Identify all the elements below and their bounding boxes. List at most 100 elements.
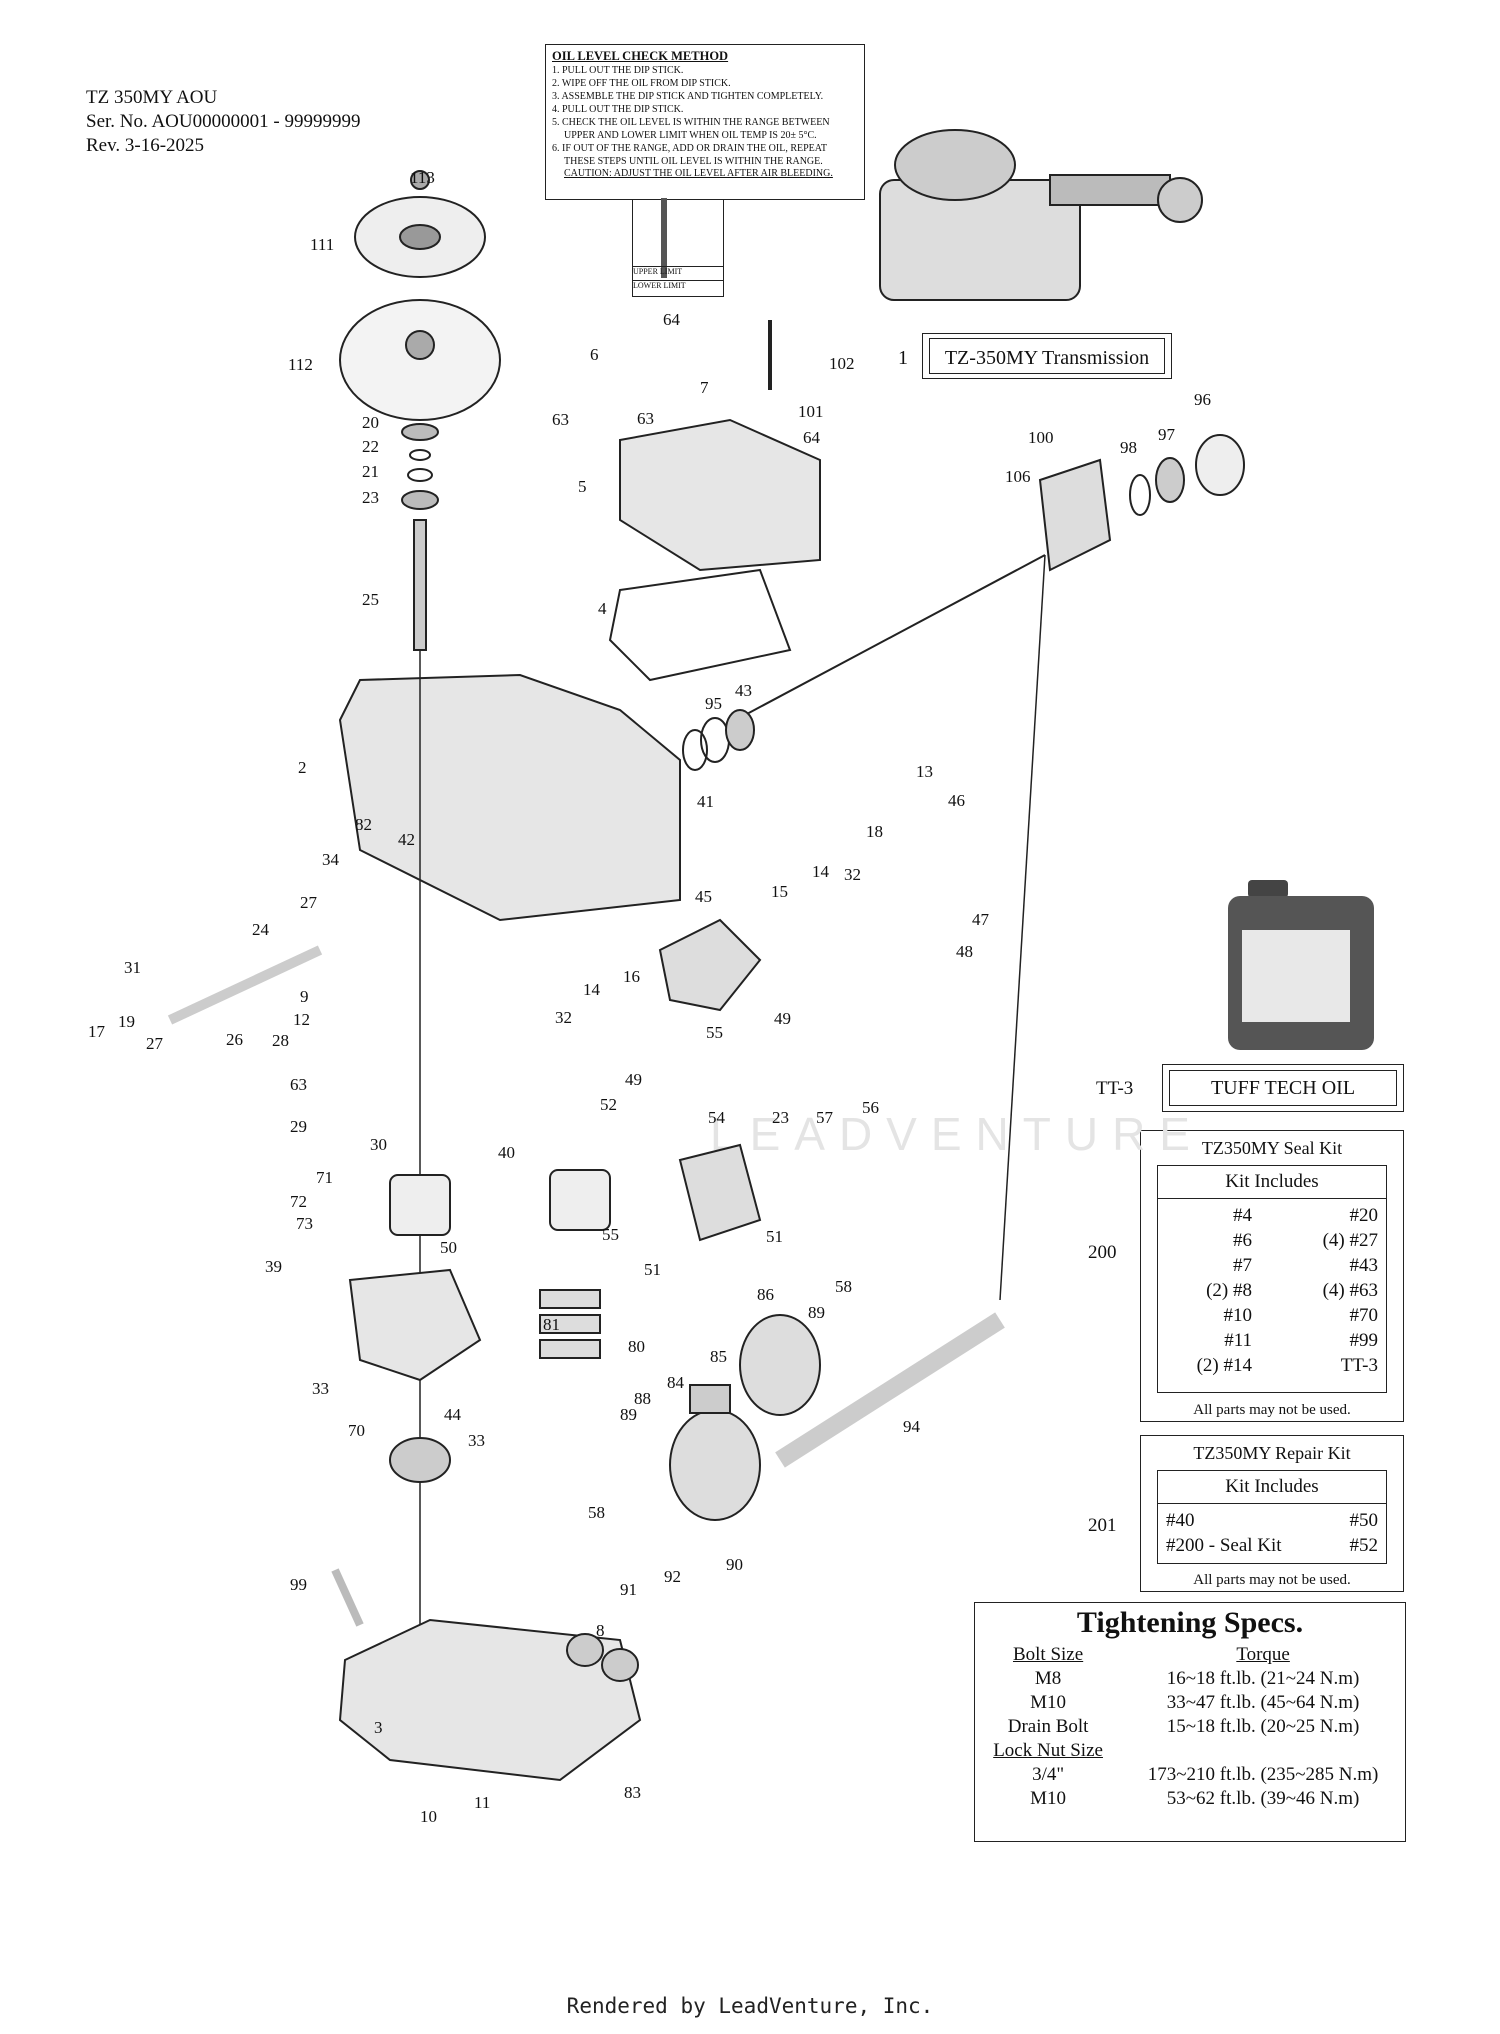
shaft-icon bbox=[413, 519, 427, 651]
part-callout: 100 bbox=[1028, 428, 1054, 447]
part-callout: 102 bbox=[829, 354, 855, 373]
part-callout: 91 bbox=[620, 1580, 637, 1599]
model-title: TZ 350MY AOU bbox=[86, 87, 218, 108]
part-callout: 14 bbox=[812, 862, 830, 881]
bushing-icon bbox=[1195, 434, 1245, 496]
housing-icon bbox=[338, 673, 681, 922]
oil-check-step: 6. IF OUT OF THE RANGE, ADD OR DRAIN THE… bbox=[552, 143, 828, 154]
part-callout: 47 bbox=[972, 910, 990, 929]
seal-kit-includes: Kit Includes bbox=[1158, 1166, 1386, 1199]
parts-group bbox=[167, 129, 1245, 1782]
revision-date: Rev. 3-16-2025 bbox=[86, 135, 205, 156]
repair-kit-item: #200 - Seal Kit bbox=[1166, 1535, 1282, 1556]
oil-check-step: THESE STEPS UNTIL OIL LEVEL IS WITHIN TH… bbox=[564, 156, 823, 167]
part-callout: 80 bbox=[628, 1337, 645, 1356]
part-callout: 10 bbox=[420, 1807, 437, 1826]
gear-icon bbox=[739, 1314, 821, 1416]
washer-icon bbox=[1129, 474, 1151, 516]
leader-line bbox=[999, 554, 1046, 1301]
seal-kit-item: #99 bbox=[1349, 1330, 1379, 1351]
seal-kit-item: #20 bbox=[1349, 1205, 1379, 1226]
oil-product-tag-inner: TUFF TECH OIL bbox=[1169, 1070, 1397, 1106]
axle-hub-icon bbox=[1038, 458, 1112, 572]
specs-header-row: Lock Nut Size bbox=[975, 1739, 1405, 1763]
bearing-icon bbox=[389, 1437, 451, 1483]
transmission-label: TZ-350MY Transmission bbox=[944, 347, 1150, 369]
repair-kit-num: 201 bbox=[1088, 1515, 1117, 1536]
part-callout: 81 bbox=[543, 1315, 560, 1334]
part-callout: 8 bbox=[596, 1621, 605, 1640]
part-callout: 43 bbox=[735, 681, 752, 700]
part-callout: 55 bbox=[602, 1225, 619, 1244]
part-callout: 49 bbox=[625, 1070, 642, 1089]
spec-size: Drain Bolt bbox=[1007, 1716, 1089, 1737]
plate-icon bbox=[539, 1314, 601, 1334]
oil-check-caution: CAUTION: ADJUST THE OIL LEVEL AFTER AIR … bbox=[564, 168, 833, 179]
part-callout: 52 bbox=[600, 1095, 617, 1114]
part-callout: 99 bbox=[290, 1575, 307, 1594]
part-callout: 113 bbox=[410, 168, 435, 187]
spec-size: M10 bbox=[1030, 1788, 1067, 1809]
part-callout: 86 bbox=[757, 1285, 774, 1304]
part-callout: 58 bbox=[835, 1277, 852, 1296]
part-callout: 48 bbox=[956, 942, 973, 961]
part-callout: 34 bbox=[322, 850, 340, 869]
seal-kit-title: TZ350MY Seal Kit bbox=[1201, 1138, 1343, 1158]
part-callout: 42 bbox=[398, 830, 415, 849]
plate-icon bbox=[539, 1289, 601, 1309]
part-callout: 63 bbox=[637, 409, 654, 428]
seal-kit-item: (2) #14 bbox=[1196, 1355, 1252, 1376]
part-callout: 84 bbox=[667, 1373, 685, 1392]
cylinder-block-icon bbox=[549, 1169, 611, 1231]
seal-kit-item: #4 bbox=[1233, 1205, 1252, 1226]
seal-kit-item: TT-3 bbox=[1340, 1355, 1378, 1376]
part-callout: 51 bbox=[644, 1260, 661, 1279]
seal-icon bbox=[725, 709, 755, 751]
transmission-num: 1 bbox=[898, 347, 908, 369]
oil-jug-image bbox=[1228, 880, 1374, 1050]
jug-label-icon bbox=[1242, 930, 1350, 1022]
seal-kit-num: 200 bbox=[1088, 1242, 1117, 1263]
part-callout: 20 bbox=[362, 413, 379, 432]
part-callout: 4 bbox=[598, 599, 607, 618]
part-callout: 15 bbox=[771, 882, 788, 901]
seal-kit-item: (2) #8 bbox=[1206, 1280, 1252, 1301]
seal-kit-item: #70 bbox=[1349, 1305, 1379, 1326]
part-callout: 106 bbox=[1005, 467, 1031, 486]
dipstick-inset: UPPER LIMIT LOWER LIMIT bbox=[632, 198, 724, 297]
part-callout: 97 bbox=[1158, 425, 1176, 444]
upper-limit-label: UPPER LIMIT bbox=[633, 266, 723, 276]
seal-kit-item: (4) #27 bbox=[1322, 1230, 1378, 1251]
specs-row: 3/4"173~210 ft.lb. (235~285 N.m) bbox=[975, 1763, 1405, 1787]
plate-icon bbox=[539, 1339, 601, 1359]
ring-icon bbox=[407, 468, 433, 482]
part-callout: 58 bbox=[588, 1503, 605, 1522]
part-callout: 64 bbox=[663, 310, 681, 329]
part-callout: 83 bbox=[624, 1783, 641, 1802]
part-callout: 64 bbox=[803, 428, 821, 447]
seal-kit-item: #10 bbox=[1223, 1305, 1253, 1326]
jug-cap-icon bbox=[1248, 880, 1288, 898]
nut-icon bbox=[1155, 457, 1185, 503]
repair-kit-grid: #40#50 #200 - Seal Kit#52 bbox=[1158, 1504, 1386, 1563]
part-callout: 22 bbox=[362, 437, 379, 456]
oil-product-label: TUFF TECH OIL bbox=[1210, 1077, 1356, 1099]
repair-kit-inner: Kit Includes #40#50 #200 - Seal Kit#52 bbox=[1157, 1470, 1387, 1564]
part-callout: 55 bbox=[706, 1023, 723, 1042]
oil-check-step: 3. ASSEMBLE THE DIP STICK AND TIGHTEN CO… bbox=[552, 91, 824, 102]
repair-kit-item: #50 bbox=[1349, 1510, 1379, 1531]
seal-kit-item: #43 bbox=[1349, 1255, 1379, 1276]
part-callout: 73 bbox=[296, 1214, 313, 1233]
part-callout: 45 bbox=[695, 887, 712, 906]
pump-block-icon bbox=[348, 1268, 482, 1382]
part-callout: 14 bbox=[583, 980, 601, 999]
control-shaft-icon bbox=[167, 945, 323, 1025]
torque-head: Torque bbox=[1236, 1644, 1290, 1665]
cover-icon bbox=[619, 418, 821, 572]
pulley-hub-icon bbox=[399, 224, 441, 250]
oil-check-title: OIL LEVEL CHECK METHOD bbox=[552, 49, 729, 63]
